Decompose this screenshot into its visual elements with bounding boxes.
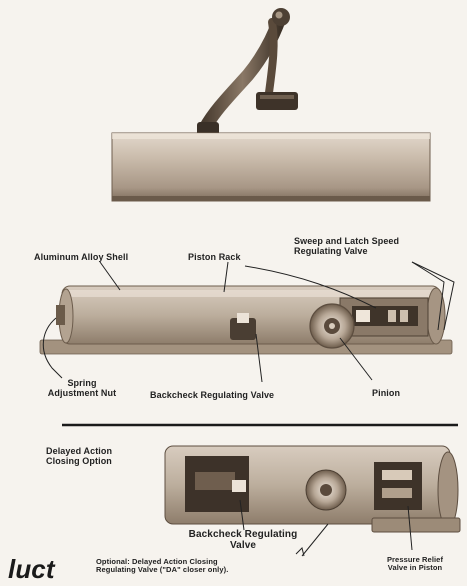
closer-top-view xyxy=(111,8,431,202)
spring-adjustment-nut xyxy=(56,305,65,325)
label-backcheck-regulating-valve-top: Backcheck Regulating Valve xyxy=(150,390,275,400)
label-sweep-latch-valve: Sweep and Latch Speed Regulating Valve xyxy=(294,236,400,256)
leader-lines-bottom xyxy=(239,499,413,557)
label-aluminum-alloy-shell: Aluminum Alloy Shell xyxy=(34,252,129,262)
label-backcheck-regulating-valve-bottom: Backcheck Regulating Valve xyxy=(188,529,298,551)
leader-lines-mid xyxy=(42,261,455,383)
backcheck-valve-top xyxy=(230,318,256,340)
closer-cutaway-mid xyxy=(39,285,453,355)
label-spring-adjustment-nut: Spring Adjustment Nut xyxy=(47,378,117,398)
arm-shoe xyxy=(256,92,298,110)
label-piston-rack: Piston Rack xyxy=(188,252,241,262)
closer-cover xyxy=(111,132,431,202)
label-pinion: Pinion xyxy=(372,388,401,398)
label-pressure-relief-valve: Pressure Relief Valve in Piston xyxy=(386,555,444,572)
closer-arm-forearm xyxy=(264,18,278,104)
da-arrow xyxy=(295,547,305,557)
label-delayed-action-option: Delayed Action Closing Option xyxy=(46,446,113,466)
text-fragment: luct xyxy=(8,554,55,584)
closer-cutaway-bottom xyxy=(164,445,461,533)
label-optional-da-valve: Optional: Delayed Action Closing Regulat… xyxy=(96,557,229,574)
pressure-relief-cutaway xyxy=(374,462,422,510)
